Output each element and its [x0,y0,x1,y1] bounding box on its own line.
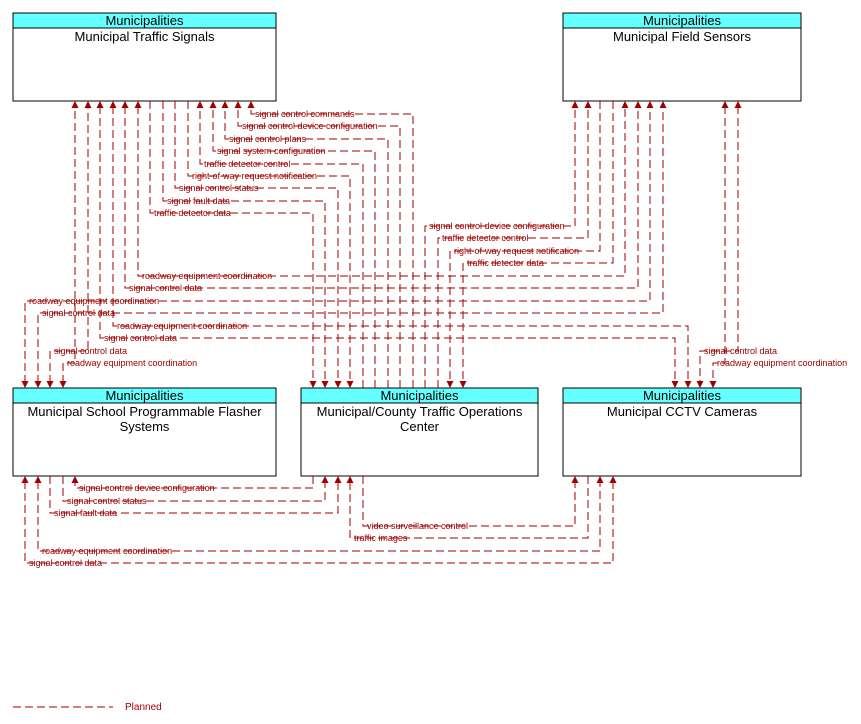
flow-flasher-signals-roadway-coordination[interactable]: roadway equipment coordination [59,101,198,388]
flow-label: traffic images [354,533,408,543]
flow-label: signal control data [29,558,102,568]
flow-label: signal control plans [229,134,307,144]
flow-sensor-detector-data[interactable]: traffic detector data [459,101,614,388]
flow-signal-control-device-configuration[interactable]: signal control device configuration [234,101,401,388]
flow-flasher-fault-data[interactable]: signal fault data [49,476,342,518]
flow-sensor-right-of-way-notification[interactable]: right-of-way request notification [446,101,601,388]
flow-label: signal control status [179,183,259,193]
flow-label: traffic detector control [442,233,528,243]
box-group-label: Municipalities [643,13,722,28]
flow-label: video surveillance control [367,521,468,531]
flow-sensor-device-configuration[interactable]: signal control device configuration [424,101,579,388]
box-municipal-school-flasher[interactable]: Municipalities Municipal School Programm… [12,387,277,477]
flow-label: roadway equipment coordination [67,358,197,368]
box-title: Municipal Traffic Signals [75,29,215,44]
flow-label: right-of-way request notification [454,246,579,256]
flow-signal-system-configuration[interactable]: signal system configuration [209,101,376,388]
flow-label: signal control device configuration [79,483,215,493]
flow-signals-cctv-signal-control-data[interactable]: signal control data [96,101,679,388]
flow-sensors-cctv-roadway-coordination[interactable]: roadway equipment coordination [709,101,848,388]
flow-label: signal fault data [54,508,117,518]
flow-flasher-control-status[interactable]: signal control status [62,476,329,506]
flow-flasher-device-configuration[interactable]: signal control device configuration [71,476,314,493]
flow-flasher-sensors-roadway-coordination[interactable]: roadway equipment coordination [21,101,654,388]
flow-traffic-detector-control[interactable]: traffic detector control [196,101,364,388]
flow-right-of-way-request-notification[interactable]: right-of-way request notification [187,101,354,388]
flow-signal-control-status[interactable]: signal control status [174,101,342,388]
flow-video-surveillance-control[interactable]: video surveillance control [362,476,579,531]
legend-planned-label: Planned [125,702,162,713]
flow-label: signal control data [104,333,177,343]
box-municipal-county-tmc[interactable]: Municipalities Municipal/County Traffic … [300,387,539,477]
box-title-line-1: Municipal/County Traffic Operations [317,404,523,419]
flow-signals-sensors-signal-control-data[interactable]: signal control data [121,101,642,293]
box-group-label: Municipalities [643,388,722,403]
flow-label: signal control data [704,346,777,356]
flow-signal-control-plans[interactable]: signal control plans [221,101,389,388]
flow-sensors-cctv-signal-control-data[interactable]: signal control data [696,101,778,388]
flow-signals-cctv-roadway-coordination[interactable]: roadway equipment coordination [109,101,692,388]
flow-label: signal control device configuration [242,121,378,131]
flow-label: roadway equipment coordination [42,546,172,556]
flow-label: signal control data [42,308,115,318]
flow-label: signal control data [54,346,127,356]
flow-label: signal fault data [167,196,230,206]
flow-label: roadway equipment coordination [29,296,159,306]
box-group-label: Municipalities [105,13,184,28]
flow-label: signal control data [129,283,202,293]
flow-label: signal control commands [255,109,355,119]
flow-label: signal system configuration [217,146,326,156]
box-municipal-traffic-signals[interactable]: Municipalities Municipal Traffic Signals [12,12,277,102]
flow-label: signal control status [67,496,147,506]
box-group-label: Municipalities [105,388,184,403]
flow-flasher-cctv-roadway-coordination[interactable]: roadway equipment coordination [34,476,604,556]
box-title: Municipal CCTV Cameras [607,404,758,419]
box-title: Municipal Field Sensors [613,29,752,44]
flow-label: right-of-way request notification [192,171,317,181]
flow-flasher-signals-signal-control-data[interactable]: signal control data [46,101,128,388]
legend: Planned [13,702,162,713]
box-title-line-2: Center [400,419,440,434]
flow-signal-control-commands[interactable]: signal control commands [247,101,414,388]
box-title-line-1: Municipal School Programmable Flasher [27,404,262,419]
flow-traffic-images[interactable]: traffic images [346,476,589,543]
flow-label: signal control device configuration [429,221,565,231]
flow-flasher-cctv-signal-control-data[interactable]: signal control data [21,476,617,568]
box-title-line-2: Systems [120,419,170,434]
flow-flasher-sensors-signal-control-data[interactable]: signal control data [34,101,667,388]
box-municipal-field-sensors[interactable]: Municipalities Municipal Field Sensors [562,12,802,102]
flow-signals-sensors-roadway-coordination[interactable]: roadway equipment coordination [134,101,629,281]
flow-label: traffic detector data [467,258,544,268]
flow-label: roadway equipment coordination [117,321,247,331]
flow-label: traffic detector control [204,159,290,169]
flow-label: roadway equipment coordination [717,358,847,368]
box-municipal-cctv-cameras[interactable]: Municipalities Municipal CCTV Cameras [562,387,802,477]
flow-signal-fault-data[interactable]: signal fault data [162,101,329,388]
flow-label: traffic detector data [154,208,231,218]
box-group-label: Municipalities [380,388,459,403]
flow-label: roadway equipment coordination [142,271,272,281]
flow-traffic-detector-data[interactable]: traffic detector data [149,101,317,388]
flow-sensor-detector-control[interactable]: traffic detector control [437,101,592,388]
